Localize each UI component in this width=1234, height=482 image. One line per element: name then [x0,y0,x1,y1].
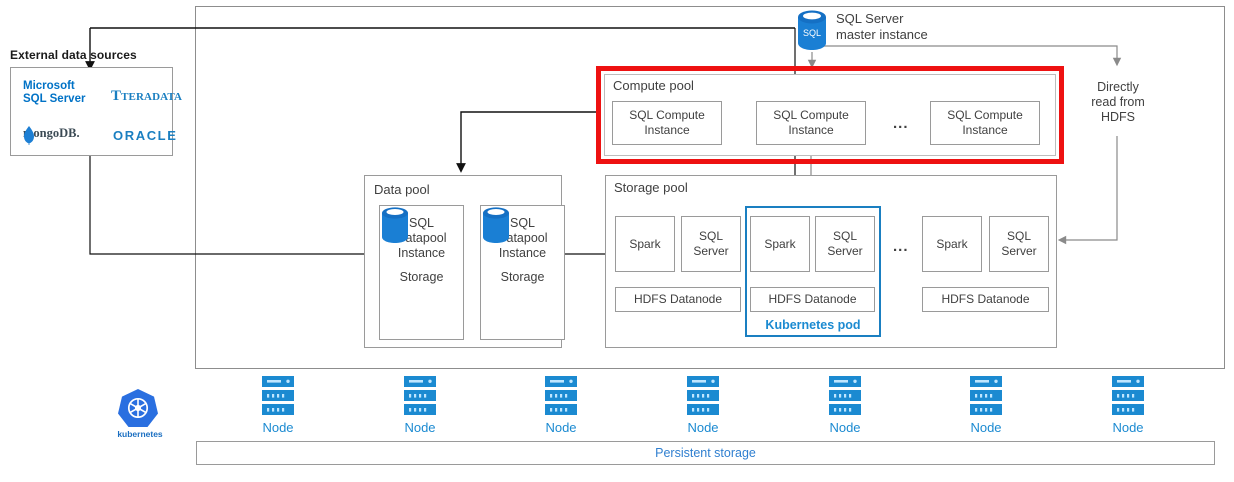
node-1[interactable]: Node [248,374,308,436]
hdfs-note-line2: read from [1091,95,1145,109]
server-rack-icon [545,376,577,415]
sql-datapool-instance-1[interactable]: SQL Datapool Instance Storage [379,205,464,340]
node-4-label: Node [687,420,719,435]
sql-datapool-instance-2[interactable]: SQL Datapool Instance Storage [480,205,565,340]
sql-compute-instance-3[interactable]: SQL Compute Instance [930,101,1040,145]
node-2[interactable]: Node [390,374,450,436]
kubernetes-logo-label: kubernetes [117,429,163,439]
compute-pool-ellipsis: ... [893,115,909,132]
ms-logo-line1: Microsoft [23,80,75,92]
compute-pool-title: Compute pool [613,78,694,93]
hdfs-datanode-2[interactable]: HDFS Datanode [750,287,875,312]
sqlserver-3-line2: Server [1001,244,1037,258]
datapool-1-line3: Instance [397,245,446,260]
compute-3-line1: SQL Compute [947,108,1023,122]
node-7-label: Node [1112,420,1144,435]
node-3-label: Node [545,420,577,435]
directly-read-from-hdfs-note: Directly read from HDFS [1078,80,1158,125]
teradata-text: Teradata [121,91,183,103]
sqlserver-1-line1: SQL [698,229,723,243]
spark-node-1[interactable]: Spark [615,216,675,272]
datapool-1-storage-label: Storage [399,270,444,285]
server-rack-icon [829,376,861,415]
storage-pool-title: Storage pool [614,180,688,195]
datapool-1-line1: SQL [408,216,434,230]
hdfs-datanode-3[interactable]: HDFS Datanode [922,287,1049,312]
persistent-storage-bar: Persistent storage [196,441,1215,465]
spark-1-label: Spark [629,236,661,251]
master-line2: master instance [836,27,928,43]
sql-master-instance-label: SQL Server master instance [836,11,928,44]
data-pool-title: Data pool [374,182,430,197]
compute-pool-highlight [596,66,1064,164]
kubernetes-pod-label: Kubernetes pod [765,318,861,332]
datapool-2-line3: Instance [498,245,547,260]
hdfs-note-line1: Directly [1097,80,1139,94]
node-1-label: Node [262,420,294,435]
hdfs-datanode-3-label: HDFS Datanode [941,292,1030,306]
server-rack-icon [404,376,436,415]
sql-compute-instance-1[interactable]: SQL Compute Instance [612,101,722,145]
hdfs-datanode-2-label: HDFS Datanode [768,292,857,306]
hdfs-note-line3: HDFS [1100,110,1136,124]
kubernetes-pod-outline [745,206,881,337]
compute-1-line2: Instance [644,123,690,137]
compute-1-line1: SQL Compute [629,108,705,122]
node-5[interactable]: Node [815,374,875,436]
sqlserver-2-line2: Server [827,244,863,258]
node-5-label: Node [829,420,861,435]
sqlserver-3-line1: SQL [1006,229,1031,243]
datapool-2-line2: Datapool [497,230,548,245]
kubernetes-logo-icon [118,388,162,432]
datapool-1-line2: Datapool [396,230,447,245]
ms-logo-line2: SQL Server [23,92,86,105]
node-4[interactable]: Node [673,374,733,436]
spark-3-label: Spark [936,236,968,251]
master-line1: SQL Server [836,11,904,26]
hdfs-datanode-1[interactable]: HDFS Datanode [615,287,741,312]
datapool-2-storage-label: Storage [500,270,545,285]
node-6[interactable]: Node [956,374,1016,436]
compute-2-line1: SQL Compute [773,108,849,122]
node-2-label: Node [404,420,436,435]
svg-text:SQL: SQL [803,28,821,38]
sql-server-node-2[interactable]: SQL Server [815,216,875,272]
server-rack-icon [970,376,1002,415]
storage-pool-ellipsis: ... [893,238,909,255]
mongodb-text: mongoDB. [23,126,80,140]
external-data-sources-box: Microsoft SQL Server TTeradata mongoDB. … [10,67,182,156]
spark-2-label: Spark [764,236,796,251]
node-6-label: Node [970,420,1002,435]
oracle-logo: ORACLE [113,128,178,143]
external-data-sources-label: External data sources [10,48,137,62]
microsoft-sql-server-logo: Microsoft SQL Server [23,80,85,106]
sqlserver-2-line1: SQL [832,229,857,243]
node-7[interactable]: Node [1098,374,1158,436]
compute-3-line2: Instance [962,123,1008,137]
sql-compute-instance-2[interactable]: SQL Compute Instance [756,101,866,145]
datapool-2-line1: SQL [509,216,535,230]
sql-server-node-1[interactable]: SQL Server [681,216,741,272]
sqlserver-1-line2: Server [693,244,729,258]
spark-node-3[interactable]: Spark [922,216,982,272]
mongodb-logo: mongoDB. [23,126,80,145]
spark-node-2[interactable]: Spark [750,216,810,272]
server-rack-icon [1112,376,1144,415]
sql-master-cylinder-icon: SQL [796,9,828,51]
node-3[interactable]: Node [531,374,591,436]
server-rack-icon [262,376,294,415]
teradata-logo: TTeradata [111,88,183,104]
server-rack-icon [687,376,719,415]
hdfs-datanode-1-label: HDFS Datanode [633,292,723,306]
sql-server-node-3[interactable]: SQL Server [989,216,1049,272]
compute-2-line2: Instance [788,123,834,137]
